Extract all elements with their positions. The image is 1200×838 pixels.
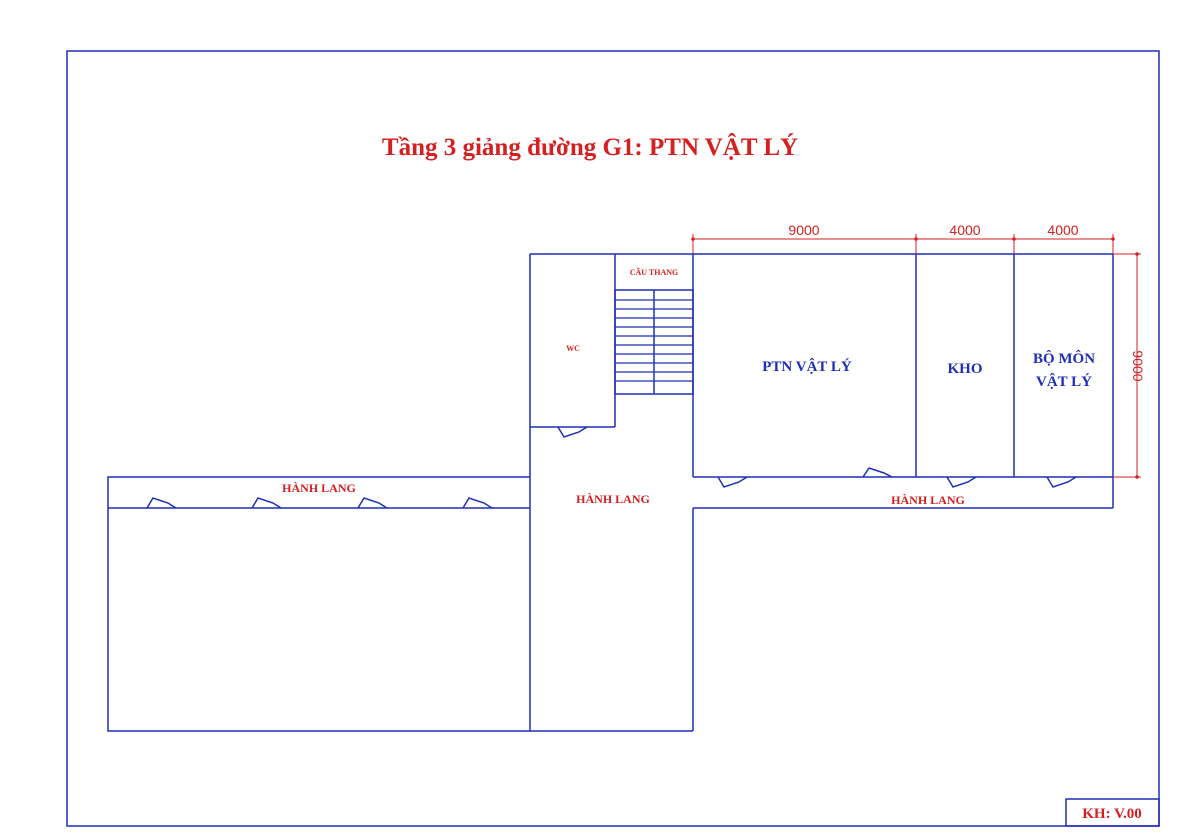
door-icon xyxy=(557,426,588,438)
code-label: KH: V.00 xyxy=(1082,806,1141,822)
room-label-department-line2: VẬT LÝ xyxy=(1036,373,1092,390)
corridor-label-right: HÀNH LANG xyxy=(891,493,965,507)
drawing-title: Tầng 3 giảng đường G1: PTN VẬT LÝ xyxy=(382,133,798,161)
dimension-storage-width: 4000 xyxy=(949,222,980,238)
dimension-ticks xyxy=(691,237,1139,479)
code-box xyxy=(1065,798,1160,827)
doors xyxy=(146,426,1077,509)
walls xyxy=(107,253,1114,732)
dimension-lab-width: 9000 xyxy=(788,222,819,238)
drawing-frame xyxy=(66,50,1160,827)
door-icon xyxy=(251,497,282,509)
corridor-label-center: HÀNH LANG xyxy=(576,492,650,506)
corridor-label-left: HÀNH LANG xyxy=(282,481,356,495)
door-icon xyxy=(357,497,388,509)
door-icon xyxy=(462,497,493,509)
door-icon xyxy=(717,476,748,488)
room-label-storage: KHO xyxy=(947,361,982,377)
door-icon xyxy=(1046,476,1077,488)
door-icon xyxy=(862,467,893,478)
room-label-stairs: CẦU THANG xyxy=(630,267,679,277)
room-label-department-line1: BỘ MÔN xyxy=(1033,350,1095,367)
door-icon xyxy=(146,497,177,509)
left-wing xyxy=(107,476,531,732)
dimension-depth: 9000 xyxy=(1130,350,1146,381)
door-icon xyxy=(946,476,977,488)
stair-treads xyxy=(615,299,693,382)
dimension-department-width: 4000 xyxy=(1047,222,1078,238)
room-label-lab: PTN VẬT LÝ xyxy=(762,358,852,375)
room-label-wc: WC xyxy=(566,344,580,353)
